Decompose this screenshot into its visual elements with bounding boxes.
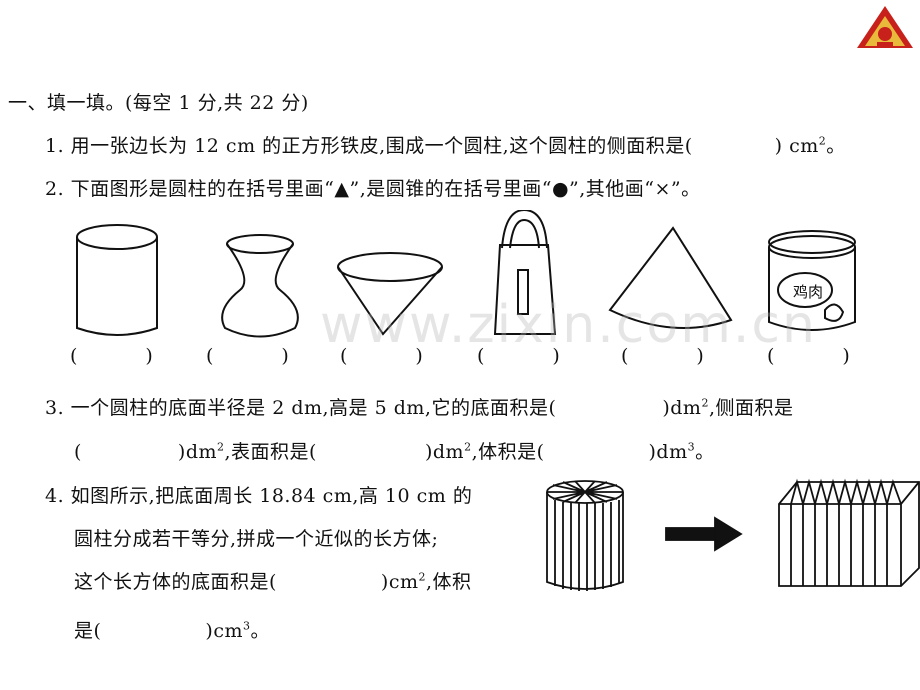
question-2: 2. 下面图形是圆柱的在括号里画“▲”,是圆锥的在括号里画“●”,其他画“×”。	[45, 178, 701, 200]
watermark: www.zixin.com.cn	[320, 295, 817, 355]
arrow-icon	[665, 516, 743, 552]
question-4-line-4: 是()cm3。	[74, 619, 271, 642]
shapes-figure: 鸡肉	[76, 210, 856, 338]
q1-text: 1. 用一张边长为 12 cm 的正方形铁皮,围成一个圆柱,这个圆柱的侧面积是(	[45, 135, 693, 157]
cylinder-shape	[76, 224, 158, 336]
approximate-cuboid	[778, 478, 920, 587]
hourglass-vase-shape	[221, 234, 299, 338]
logo-triangle-icon	[857, 6, 913, 48]
answer-paren-1[interactable]: ()	[70, 345, 153, 367]
answer-paren-4[interactable]: ()	[477, 345, 560, 367]
answer-paren-2[interactable]: ()	[206, 345, 289, 367]
question-3-line-2: ()dm2,表面积是()dm2,体积是()dm3。	[74, 440, 715, 463]
q1-unit: ) cm	[774, 135, 819, 157]
sliced-cylinder	[546, 480, 624, 591]
q1-end: 。	[826, 135, 846, 157]
cylinder-to-cuboid-figure	[546, 478, 920, 591]
cone-shape	[337, 252, 443, 336]
fan-sector-shape	[608, 226, 733, 329]
answer-paren-6[interactable]: ()	[767, 345, 850, 367]
question-1: 1. 用一张边长为 12 cm 的正方形铁皮,围成一个圆柱,这个圆柱的侧面积是(…	[45, 131, 846, 158]
answer-paren-3[interactable]: ()	[340, 345, 423, 367]
can-shape	[768, 230, 856, 331]
question-3: 3. 一个圆柱的底面半径是 2 dm,高是 5 dm,它的底面积是()dm2,侧…	[45, 396, 794, 419]
answer-paren-5[interactable]: ()	[621, 345, 704, 367]
question-4: 4. 如图所示,把底面周长 18.84 cm,高 10 cm 的	[45, 485, 473, 507]
question-4-line-2: 圆柱分成若干等分,拼成一个近似的长方体;	[74, 528, 439, 550]
bag-shape	[493, 210, 557, 335]
q1-unit-sup: 2	[818, 134, 827, 148]
section-title: 一、填一填。(每空 1 分,共 22 分)	[8, 92, 309, 114]
question-4-line-3: 这个长方体的底面积是()cm2,体积	[74, 570, 472, 593]
can-label: 鸡肉	[793, 283, 823, 301]
